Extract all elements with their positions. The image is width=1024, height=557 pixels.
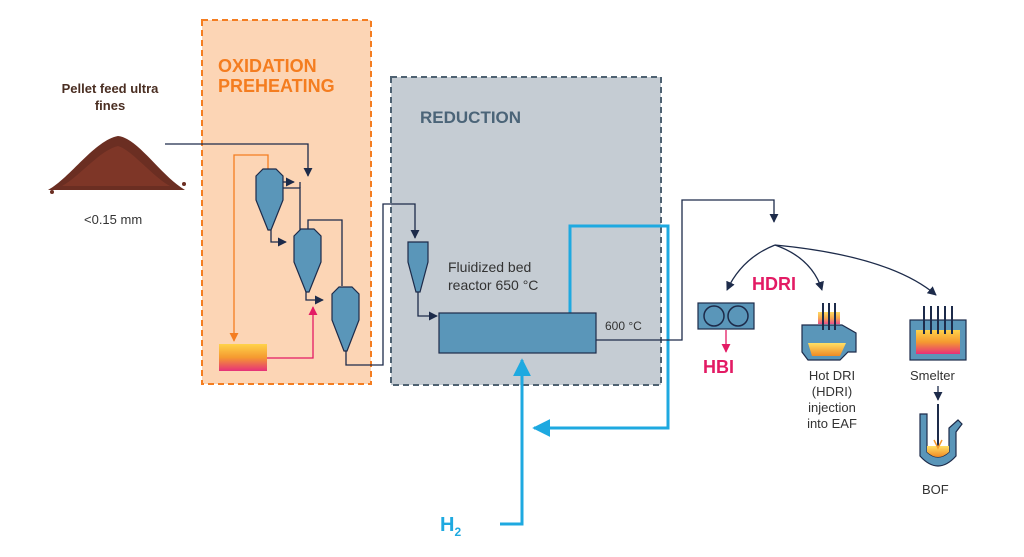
hot-dri-label: Hot DRI (HDRI) injection into EAF bbox=[807, 368, 857, 431]
heater-gas-line bbox=[267, 306, 318, 359]
cyclone-icon bbox=[255, 168, 429, 352]
smelter-label: Smelter bbox=[910, 368, 955, 383]
reduction-title: REDUCTION bbox=[420, 108, 522, 127]
reactor-feed-line bbox=[417, 292, 438, 321]
particle-size-label: <0.15 mm bbox=[84, 212, 143, 227]
reactor-label: Fluidized bed reactor 650 °C bbox=[448, 258, 538, 294]
reactor-label-line2: reactor 650 °C bbox=[448, 277, 539, 293]
hbi-press-icon bbox=[697, 302, 755, 330]
hydrogen-label: H2 bbox=[440, 514, 461, 539]
hydrogen-symbol: H bbox=[440, 514, 455, 536]
smelter-icon bbox=[909, 306, 967, 361]
cyclone-connections bbox=[270, 177, 420, 366]
product-split bbox=[726, 244, 937, 296]
hdri-label: HDRI bbox=[752, 274, 796, 294]
oxidation-preheating-title: OXIDATION PREHEATING bbox=[218, 56, 335, 96]
oxidation-title-line2: PREHEATING bbox=[218, 76, 335, 96]
pellet-feed-label: Pellet feed ultra fines bbox=[61, 81, 159, 113]
reactor-label-line1: Fluidized bed bbox=[448, 259, 532, 275]
feed-line bbox=[165, 143, 313, 177]
product-line bbox=[596, 199, 779, 341]
hbi-label: HBI bbox=[703, 357, 734, 377]
hot-gas-line bbox=[229, 154, 269, 342]
bof-label: BOF bbox=[922, 482, 949, 497]
pellet-pile-icon bbox=[48, 136, 186, 194]
oxidation-title-line1: OXIDATION bbox=[218, 56, 317, 76]
eaf-icon bbox=[801, 303, 857, 361]
hydrogen-subscript: 2 bbox=[454, 525, 462, 539]
bof-icon bbox=[919, 404, 963, 467]
heater-icon bbox=[219, 344, 267, 371]
outlet-temperature-label: 600 °C bbox=[605, 319, 642, 333]
fluidized-bed-reactor bbox=[438, 312, 597, 354]
hydrogen-loop bbox=[500, 224, 670, 526]
